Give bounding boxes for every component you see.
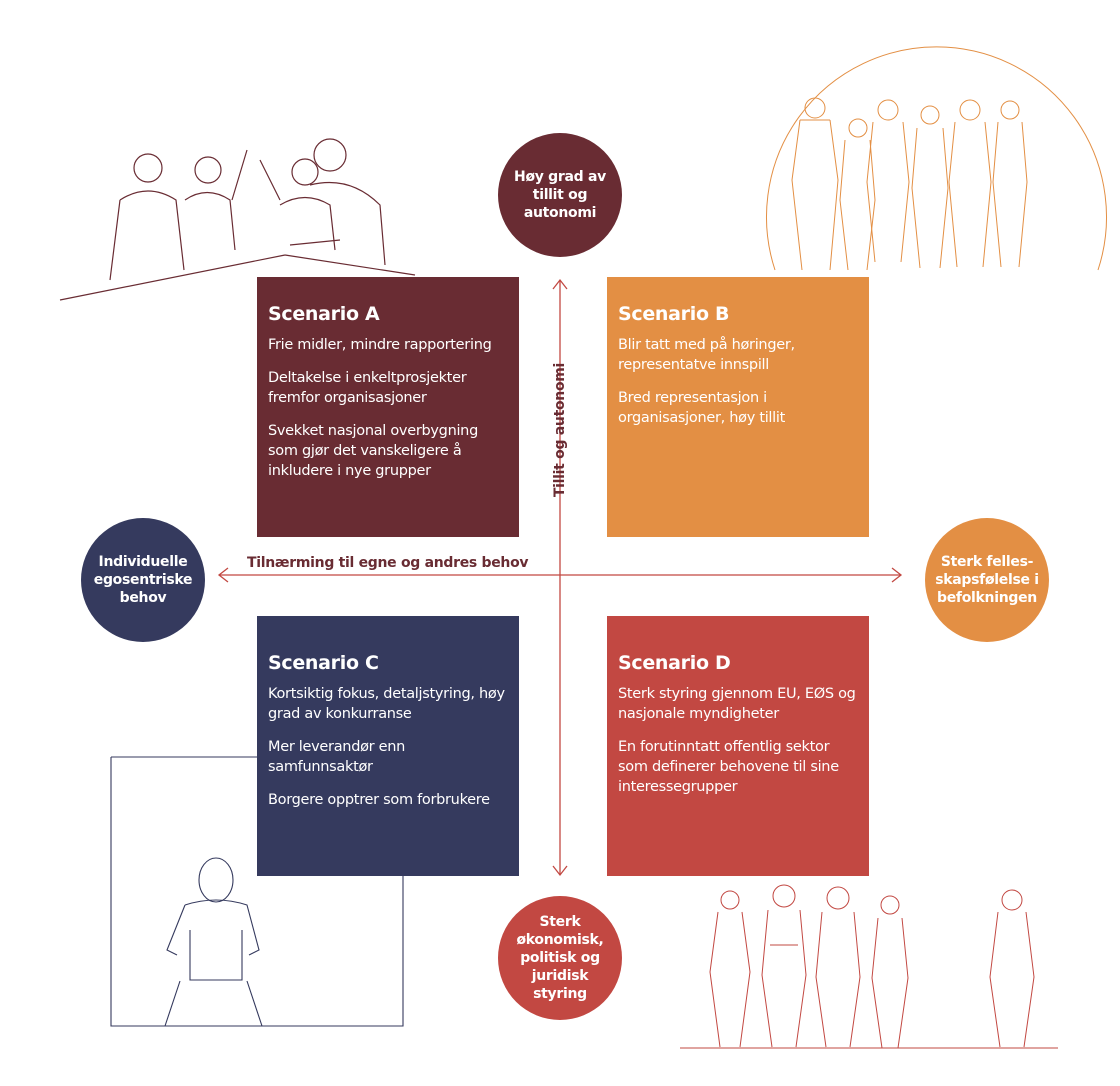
- scenario-point: Mer leverandør enn samfunnsaktør: [268, 739, 406, 775]
- horizontal-axis: [217, 567, 903, 583]
- seated-person-illustration: [110, 756, 404, 1027]
- scenario-point: Blir tatt med på høringer, representatve…: [618, 337, 795, 373]
- standing-group-illustration: [766, 46, 1107, 271]
- scenario-point: Bred representasjon i organisasjoner, hø…: [618, 390, 786, 426]
- pole-right: Sterk felles-skapsfølelse i befolkningen: [925, 518, 1049, 642]
- scenario-d-box: Scenario D Sterk styring gjennom EU, EØS…: [607, 616, 869, 876]
- pole-bottom: Sterk økonomisk, politisk og juridisk st…: [498, 896, 622, 1020]
- pole-left: Individuelle egosentriske behov: [81, 518, 205, 642]
- standing-people-illustration: [680, 884, 1058, 1049]
- scenario-point: Svekket nasjonal overbygning som gjør de…: [268, 423, 478, 479]
- scenario-point: Kortsiktig fokus, detaljstyring, høy gra…: [268, 686, 505, 722]
- pole-top: Høy grad av tillit og autonomi: [498, 133, 622, 257]
- scenario-title: Scenario D: [618, 652, 731, 674]
- scenario-point: Deltakelse i enkeltprosjekter fremfor or…: [268, 370, 467, 406]
- vertical-axis-label: Tillit og autonomi: [552, 362, 568, 498]
- high-five-group-illustration: [59, 138, 416, 301]
- scenario-c-box: Scenario C Kortsiktig fokus, detaljstyri…: [257, 616, 519, 876]
- scenario-title: Scenario C: [268, 652, 379, 674]
- scenario-point: En forutinntatt offentlig sektor som def…: [618, 739, 839, 795]
- scenario-point: Frie midler, mindre rapportering: [268, 337, 492, 353]
- vertical-axis: [552, 278, 568, 877]
- scenario-b-box: Scenario B Blir tatt med på høringer, re…: [607, 277, 869, 537]
- scenario-point: Sterk styring gjennom EU, EØS og nasjona…: [618, 686, 856, 722]
- scenario-a-box: Scenario A Frie midler, mindre rapporter…: [257, 277, 519, 537]
- scenario-title: Scenario A: [268, 303, 380, 325]
- scenario-point: Borgere opptrer som forbrukere: [268, 792, 490, 808]
- scenario-title: Scenario B: [618, 303, 730, 325]
- horizontal-axis-label: Tilnærming til egne og andres behov: [247, 555, 529, 571]
